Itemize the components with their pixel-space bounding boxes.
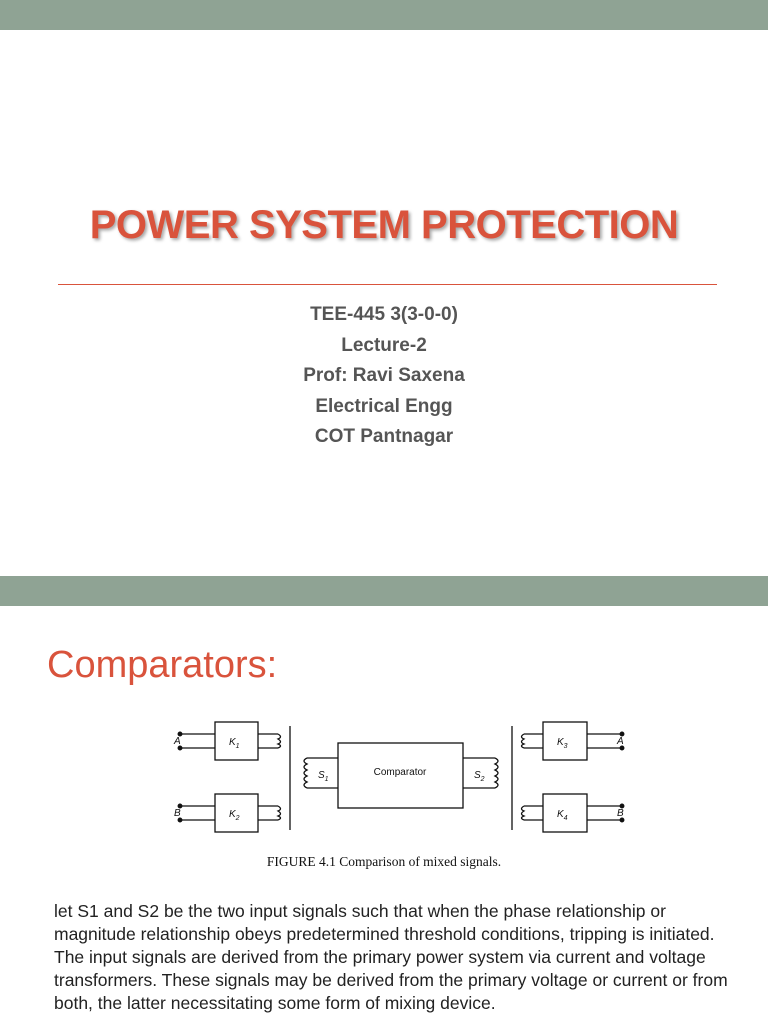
label-b-left: B [174, 808, 181, 819]
terminal-a-left [177, 731, 183, 737]
terminal-a-right [619, 731, 625, 737]
institution: COT Pantnagar [314, 426, 454, 447]
terminal-a-right-return [619, 745, 625, 751]
k1-primary-coil [276, 733, 282, 749]
title-divider [58, 284, 717, 285]
figure-caption: FIGURE 4.1 Comparison of mixed signals. [266, 854, 502, 869]
slide-title: POWER SYSTEM PROTECTION [89, 203, 679, 247]
s1-secondary-coil [303, 757, 309, 789]
k3-primary-coil [520, 733, 526, 749]
comparator-block [337, 742, 464, 809]
label-a-left: A [173, 736, 181, 747]
terminal-a-left-return [177, 745, 183, 751]
label-comparator: Comparator [374, 767, 427, 778]
label-b-right: B [617, 808, 624, 819]
paragraph: let S1 and S2 be the two input signals s… [54, 901, 715, 944]
label-k4: K4 [557, 809, 568, 822]
k4-block [542, 793, 588, 833]
slide-body-text: let S1 and S2 be the two input signals s… [54, 900, 734, 1015]
k4-primary-coil [520, 805, 526, 821]
professor-name: Prof: Ravi Saxena [303, 365, 465, 386]
label-k1: K1 [229, 737, 240, 750]
slide-top-band [0, 0, 768, 30]
label-s2: S2 [474, 770, 485, 783]
label-s1: S1 [318, 770, 329, 783]
label-a-right: A [616, 736, 624, 747]
terminal-b-right-return [619, 817, 625, 823]
comparator-block-diagram: A B K1 K2 S1 S2 K3 K4 A B Comparator [173, 721, 625, 833]
s2-secondary-coil [493, 757, 499, 789]
comparators-slide: Comparators: [0, 606, 768, 1024]
label-k2: K2 [229, 809, 240, 822]
slide-separator-band [0, 576, 768, 606]
slide-heading: Comparators: [47, 644, 278, 686]
lecture-number: Lecture-2 [341, 334, 427, 356]
terminal-b-right [619, 803, 625, 809]
k2-block [214, 793, 259, 833]
department: Electrical Engg [315, 395, 453, 417]
k2-primary-coil [276, 805, 282, 821]
course-code: TEE-445 3(3-0-0) [310, 304, 458, 325]
title-slide: POWER SYSTEM PROTECTION TEE-445 3(3-0-0)… [0, 30, 768, 576]
label-k3: K3 [557, 737, 568, 750]
slide-subtitle: TEE-445 3(3-0-0) Lecture-2 Prof: Ravi Sa… [0, 300, 768, 453]
k1-block [214, 721, 259, 761]
k3-block [542, 721, 588, 761]
terminal-b-left [177, 803, 183, 809]
paragraph: The input signals are derived from the p… [54, 947, 728, 1013]
terminal-b-left-return [177, 817, 183, 823]
